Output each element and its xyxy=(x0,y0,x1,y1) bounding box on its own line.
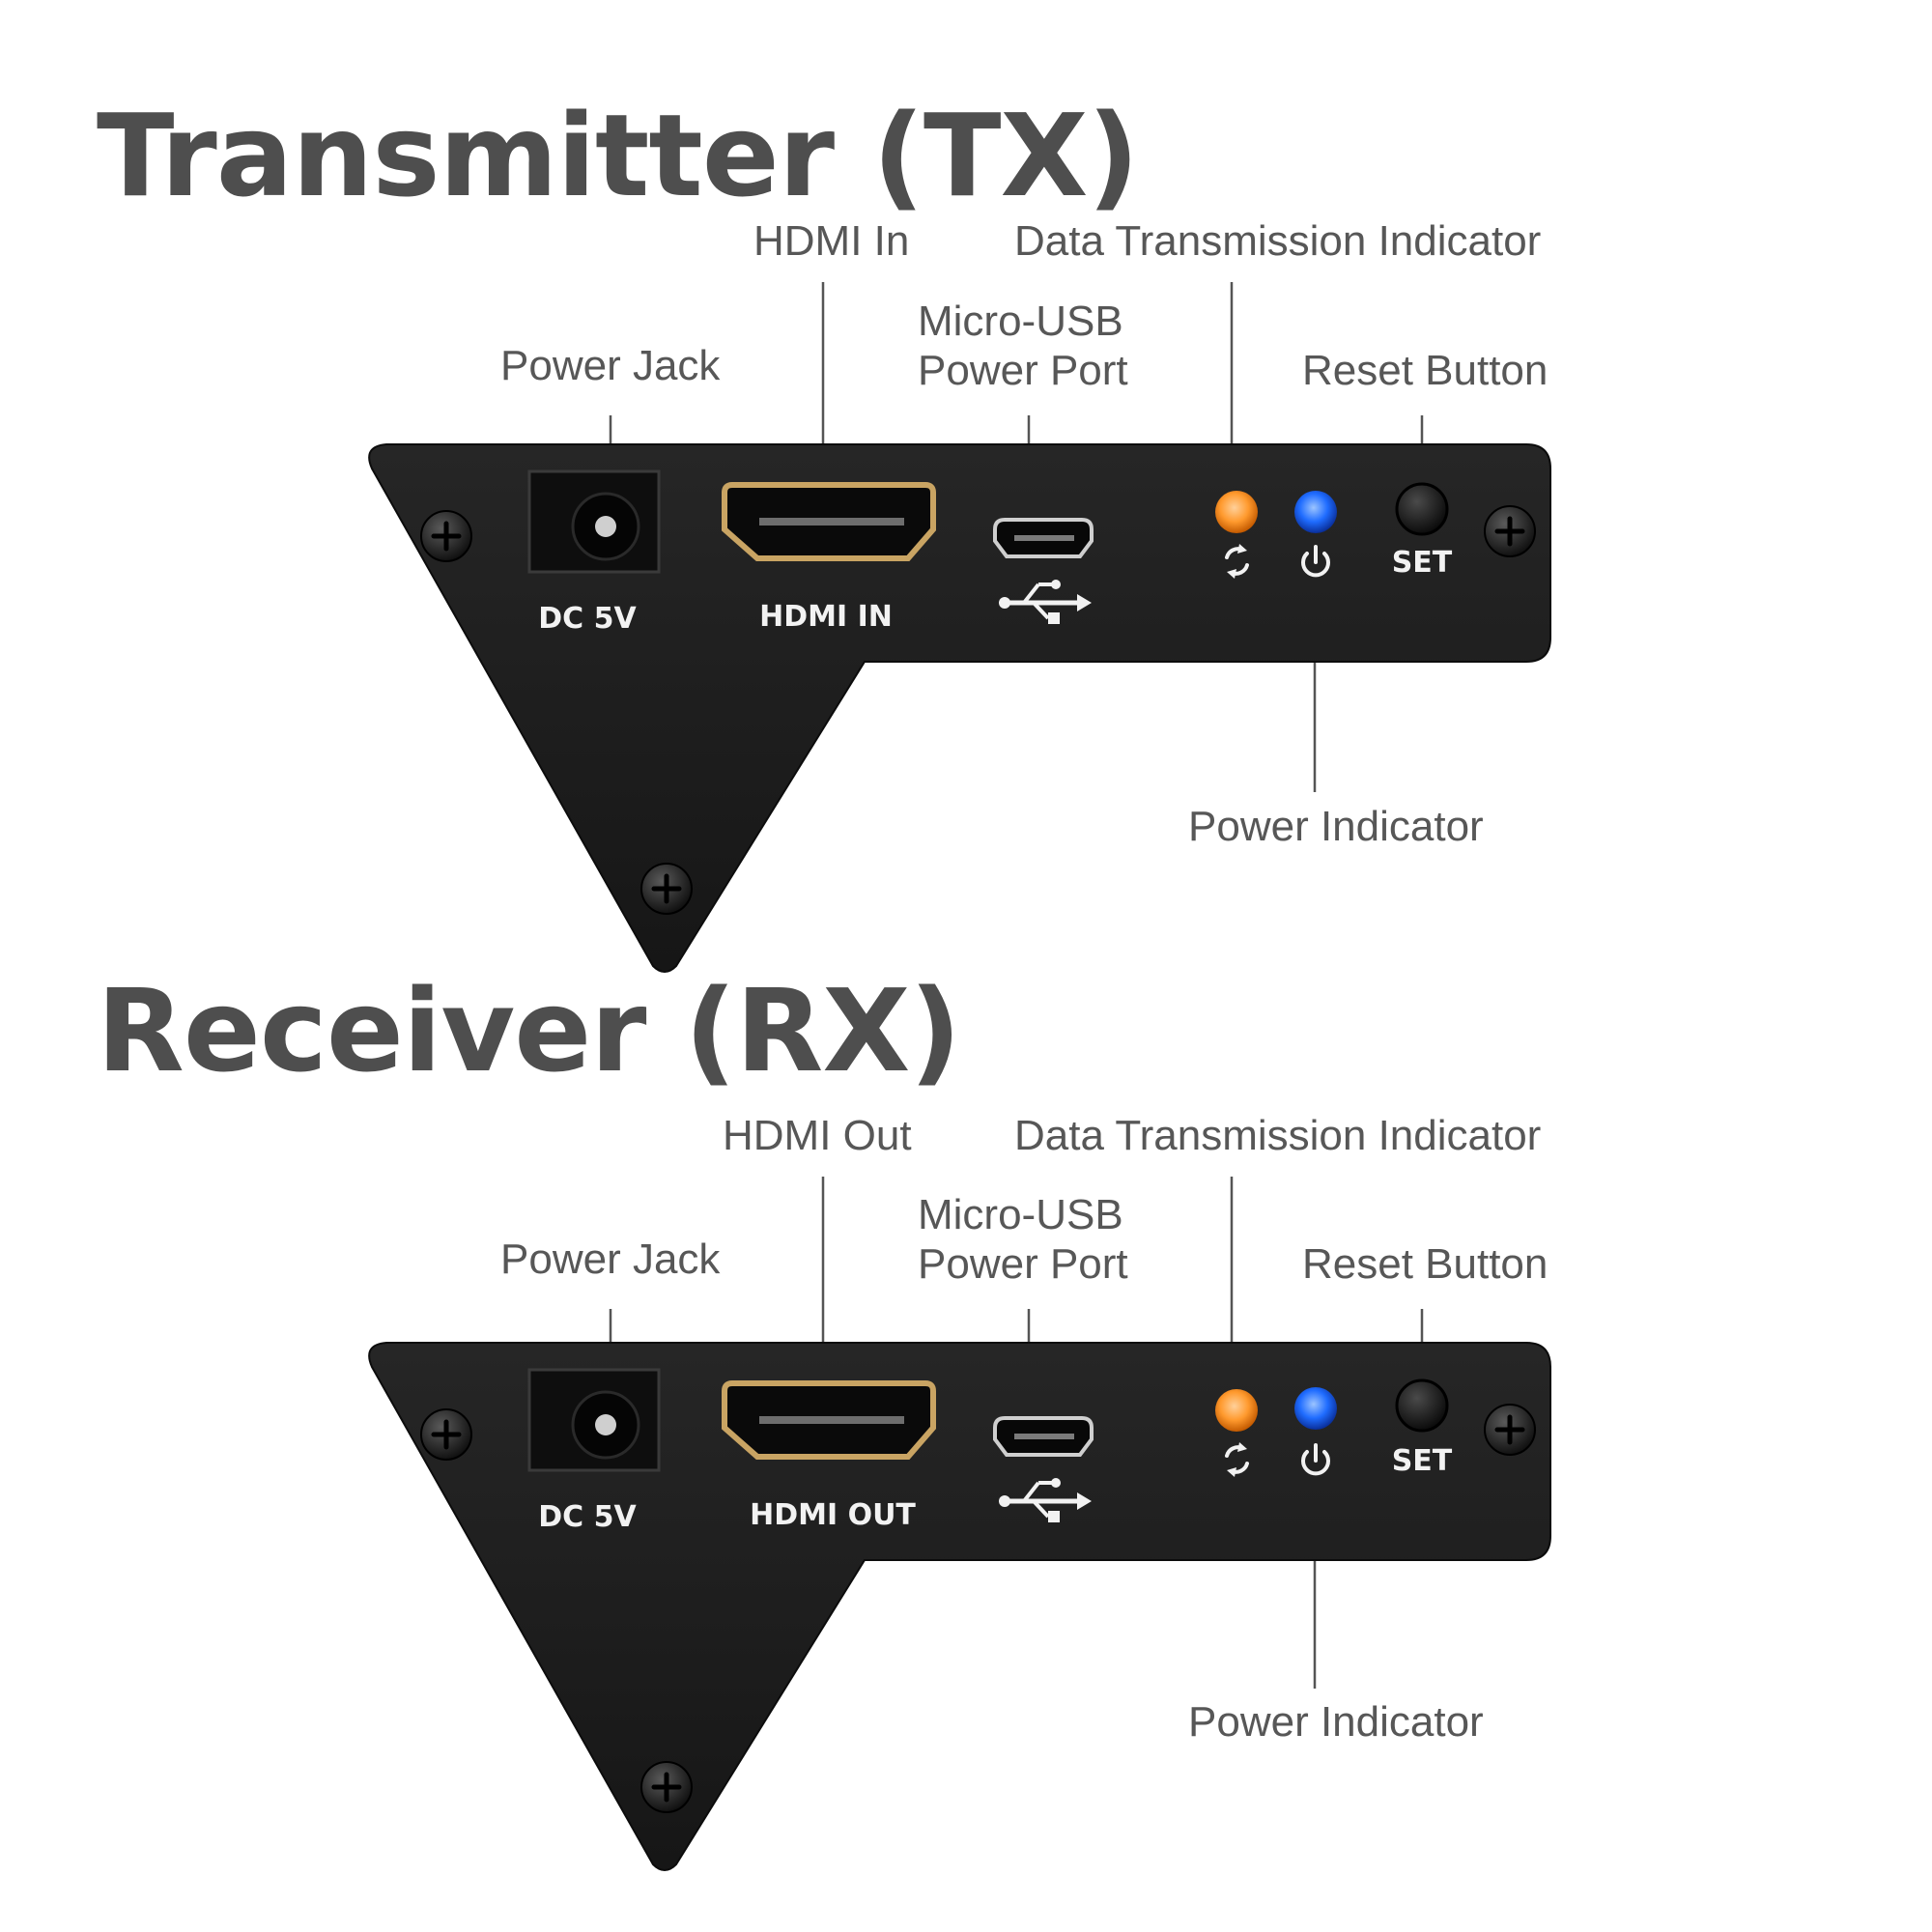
rx-data-transmission-led xyxy=(1215,1389,1258,1432)
tx-hdmi-port[interactable] xyxy=(722,482,936,561)
tx-callout-usb-line2: Power Port xyxy=(918,347,1128,394)
rx-silk-set: SET xyxy=(1392,1444,1453,1478)
usb-icon xyxy=(999,580,1092,624)
power-icon xyxy=(1301,545,1330,578)
screw-icon xyxy=(640,1761,693,1813)
rx-callout-usb-line2: Power Port xyxy=(918,1240,1128,1288)
tx-reset-button[interactable] xyxy=(1395,482,1449,536)
rx-callout-data-indicator: Data Transmission Indicator xyxy=(1014,1112,1541,1159)
screw-icon xyxy=(1484,505,1536,557)
tx-heading: Transmitter (TX) xyxy=(97,89,1138,222)
rx-chassis xyxy=(368,1342,1551,1871)
rx-hdmi-port[interactable] xyxy=(722,1380,936,1460)
tx-callout-reset-button: Reset Button xyxy=(1302,347,1548,394)
rx-silk-dc: DC 5V xyxy=(538,1500,637,1534)
rx-reset-button[interactable] xyxy=(1395,1378,1449,1433)
rx-heading: Receiver (RX) xyxy=(97,964,960,1097)
tx-chassis xyxy=(368,443,1551,973)
refresh-icon xyxy=(1225,544,1249,579)
tx-micro-usb-port[interactable] xyxy=(993,518,1094,558)
tx-callout-power-jack: Power Jack xyxy=(500,342,721,389)
tx-silk-hdmi: HDMI IN xyxy=(759,600,893,634)
tx-callout-hdmi: HDMI In xyxy=(753,217,909,265)
rx-callout-reset-button: Reset Button xyxy=(1302,1240,1548,1288)
rx-dc-power-jack[interactable] xyxy=(527,1368,661,1472)
rx-section: Receiver (RX) Power Jack HDMI Out Micro-… xyxy=(97,964,1551,1871)
tx-callout-usb-line1: Micro-USB xyxy=(918,298,1123,345)
rx-callout-power-indicator: Power Indicator xyxy=(1188,1698,1484,1746)
tx-callout-data-indicator: Data Transmission Indicator xyxy=(1014,217,1541,265)
screw-icon xyxy=(420,1408,472,1461)
tx-dc-power-jack[interactable] xyxy=(527,469,661,574)
screw-icon xyxy=(640,863,693,915)
tx-power-led xyxy=(1294,491,1337,533)
rx-callout-hdmi: HDMI Out xyxy=(723,1112,912,1159)
screw-icon xyxy=(420,510,472,562)
rx-callout-usb-line1: Micro-USB xyxy=(918,1191,1123,1238)
refresh-icon xyxy=(1225,1442,1249,1477)
usb-icon xyxy=(999,1478,1092,1522)
rx-micro-usb-port[interactable] xyxy=(993,1416,1094,1457)
screw-icon xyxy=(1484,1404,1536,1456)
tx-section: Transmitter (TX) Power Jack HDMI In Micr… xyxy=(97,89,1551,973)
rx-silk-hdmi: HDMI OUT xyxy=(750,1498,916,1532)
power-icon xyxy=(1301,1443,1330,1476)
tx-silk-dc: DC 5V xyxy=(538,602,637,636)
tx-callout-power-indicator: Power Indicator xyxy=(1188,803,1484,850)
rx-power-led xyxy=(1294,1387,1337,1430)
rx-callout-power-jack: Power Jack xyxy=(500,1236,721,1283)
tx-data-transmission-led xyxy=(1215,491,1258,533)
tx-silk-set: SET xyxy=(1392,546,1453,580)
